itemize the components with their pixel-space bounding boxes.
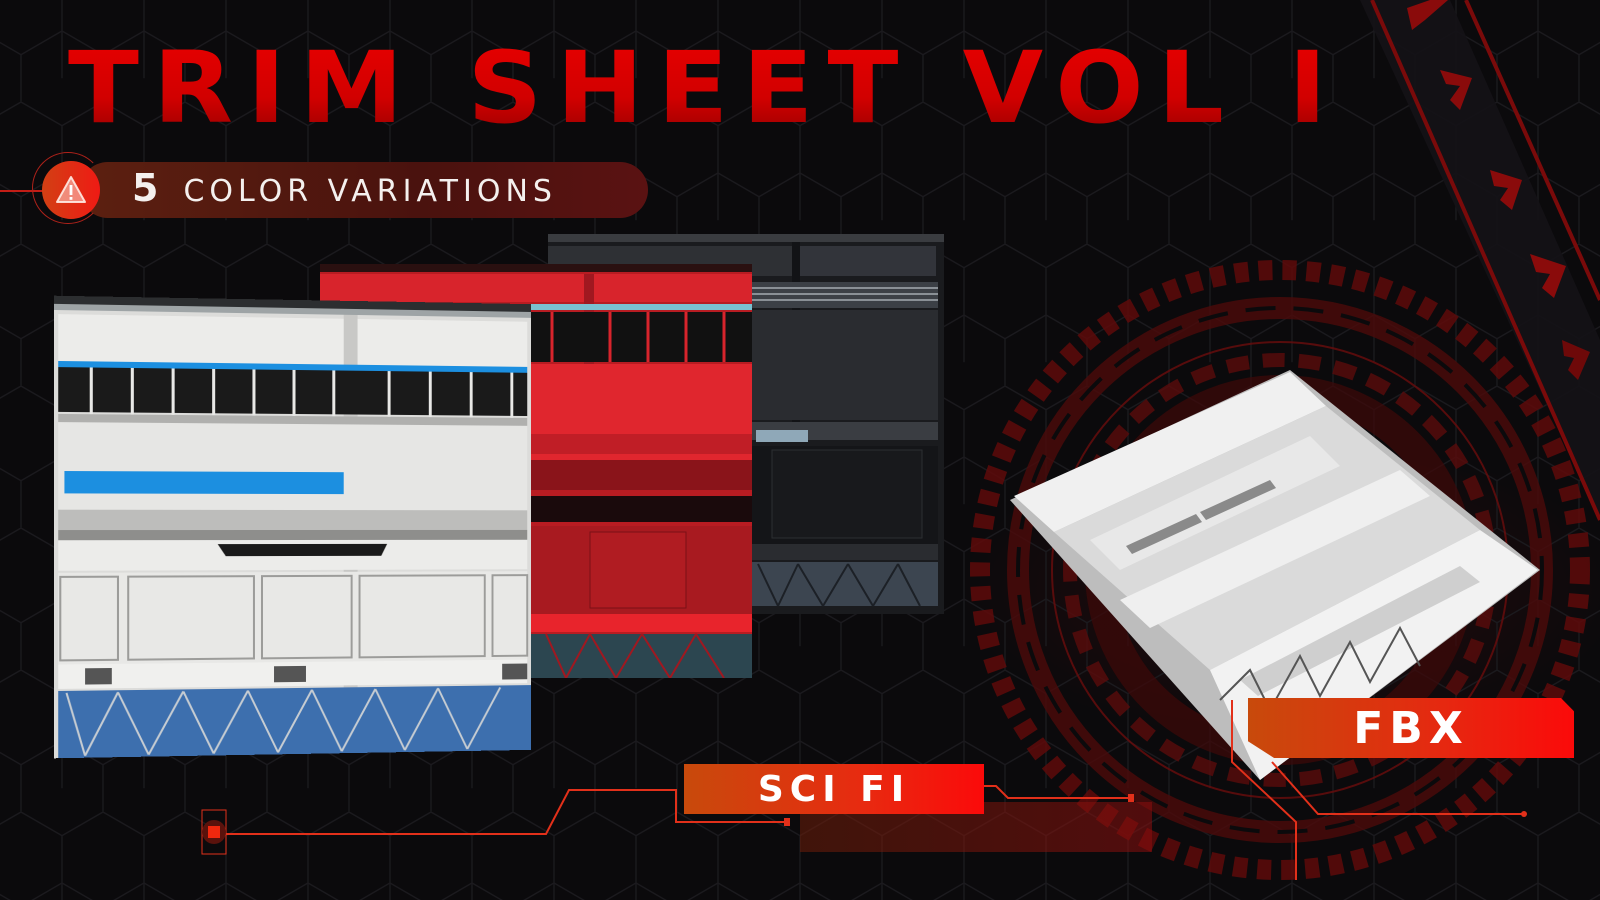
variation-label: COLOR VARIATIONS (183, 174, 557, 209)
fbx-format-tag: FBX (1248, 698, 1574, 758)
page-title: TRIM SHEET VOL I (68, 30, 1341, 146)
variation-count: 5 (132, 166, 164, 210)
badge-pill-background (80, 162, 648, 218)
diagonal-stripe-decoration (1360, 0, 1600, 521)
color-variations-badge: 5 COLOR VARIATIONS (0, 152, 648, 224)
badge-icon-circle (42, 161, 100, 219)
warning-triangle-icon (56, 176, 86, 203)
texture-panel-white (54, 295, 532, 759)
scifi-tag: SCI FI (684, 764, 984, 814)
badge-label: 5 COLOR VARIATIONS (132, 166, 557, 214)
badge-ring (32, 152, 104, 224)
connector-line (0, 190, 56, 192)
